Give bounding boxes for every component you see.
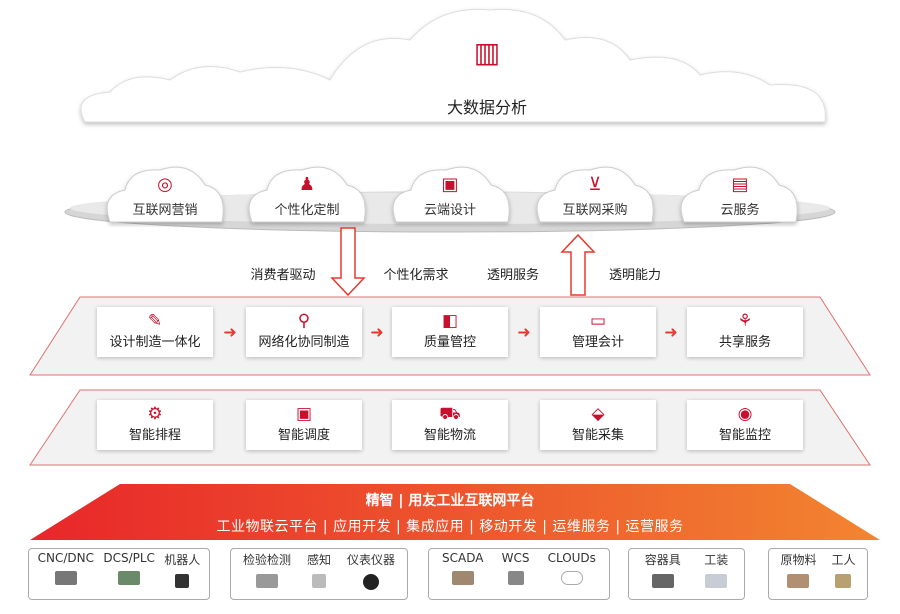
cloud-service-cloud[interactable]: 云服务 [720, 203, 760, 218]
right-arrow-icon: ➜ [370, 322, 384, 342]
device-group: 容器具 工装 [628, 548, 745, 600]
device-item: SCADA [442, 551, 484, 597]
inspection-icon [255, 574, 278, 588]
right-arrow-icon: ➜ [223, 322, 237, 342]
container-icon [651, 574, 674, 588]
layer1-item[interactable]: ⚲网络化协同制造 [246, 307, 362, 357]
platform-subtitle: 工业物联云平台 | 应用开发 | 集成应用 | 移动开发 | 运维服务 | 运营… [216, 519, 684, 535]
cloud-service-customization[interactable]: 个性化定制 [274, 203, 340, 218]
gauge-meter-icon [362, 574, 379, 590]
flow-label: 透明能力 [608, 268, 662, 283]
device-item: 感知 [307, 551, 331, 597]
globe-icon: ◎ [157, 174, 173, 195]
cloud-service-procurement[interactable]: 互联网采购 [562, 203, 628, 218]
right-arrow-icon: ➜ [517, 322, 531, 342]
layer1-item[interactable]: ✎设计制造一体化 [97, 307, 213, 357]
layer2-item[interactable]: ⛟智能物流 [392, 400, 508, 450]
quality-icon: ◧ [441, 311, 459, 331]
cloud-service-internet-marketing[interactable]: 互联网营销 [132, 203, 198, 218]
wcs-icon [507, 571, 524, 585]
flow-label: 消费者驱动 [250, 268, 316, 283]
big-data-cloud [80, 8, 826, 123]
device-group: CNC/DNC DCS/PLC 机器人 [28, 548, 210, 600]
device-item: 仪表仪器 [347, 551, 395, 597]
layer2-item[interactable]: ⚙智能排程 [97, 400, 213, 450]
basket-icon: ⊻ [588, 174, 602, 195]
flow-label: 个性化需求 [383, 268, 449, 283]
device-item: 检验检测 [243, 551, 291, 597]
device-group: SCADA WCS CLOUDs [428, 548, 610, 600]
design-board-icon: ▣ [441, 174, 459, 195]
device-item: 工人 [831, 551, 856, 597]
money-icon: ▭ [589, 311, 607, 331]
device-group: 原物料 工人 [768, 548, 868, 600]
device-item: DCS/PLC [103, 551, 155, 597]
truck-icon: ⛟ [439, 404, 461, 424]
bar-chart-icon: ▥ [473, 36, 501, 69]
layer1-item[interactable]: ⚘共享服务 [687, 307, 803, 357]
layer1-item[interactable]: ▭管理会计 [540, 307, 656, 357]
gauge-icon: ◉ [737, 404, 753, 424]
device-item: 原物料 [780, 551, 817, 597]
materials-icon [787, 574, 810, 588]
device-item: CLOUDs [548, 551, 596, 597]
cloud-service-cloud-design[interactable]: 云端设计 [423, 203, 477, 218]
monitor-icon: ▣ [295, 404, 313, 424]
flow-label: 透明服务 [486, 268, 540, 283]
device-group: 检验检测 感知 仪表仪器 [230, 548, 408, 600]
device-item: 工装 [704, 551, 728, 597]
plc-icon [118, 571, 141, 585]
device-item: 容器具 [645, 551, 681, 597]
robot-arm-icon [175, 574, 190, 588]
sensor-icon [311, 574, 326, 588]
device-item: WCS [502, 551, 529, 597]
platform-band [30, 484, 880, 540]
up-arrow [560, 233, 596, 296]
device-item: 机器人 [164, 551, 200, 597]
fixture-icon [705, 574, 728, 588]
layer2-item[interactable]: ◉智能监控 [687, 400, 803, 450]
layer2-item[interactable]: ▣智能调度 [246, 400, 362, 450]
device-item: CNC/DNC [38, 551, 94, 597]
platform-title: 精智 | 用友工业互联网平台 [365, 493, 535, 509]
layer2-item[interactable]: ⬙智能采集 [540, 400, 656, 450]
platform-banner: 精智 | 用友工业互联网平台 工业物联云平台 | 应用开发 | 集成应用 | 移… [0, 484, 900, 540]
share-icon: ⚘ [737, 311, 753, 331]
schedule-icon: ⚙ [147, 404, 163, 424]
layer1-item[interactable]: ◧质量管控 [392, 307, 508, 357]
down-arrow [330, 227, 366, 297]
network-icon: ⚲ [297, 311, 311, 331]
pen-icon: ✎ [147, 311, 163, 331]
scada-icon [451, 571, 474, 585]
cnc-machine-icon [54, 571, 77, 585]
person-icon: ♟ [298, 174, 316, 195]
big-data-label: 大数据分析 [446, 98, 528, 117]
cloud-screen-icon: ▤ [731, 174, 749, 195]
cloud-icon [560, 571, 583, 585]
worker-icon [835, 574, 852, 588]
collect-icon: ⬙ [591, 404, 605, 424]
right-arrow-icon: ➜ [664, 322, 678, 342]
